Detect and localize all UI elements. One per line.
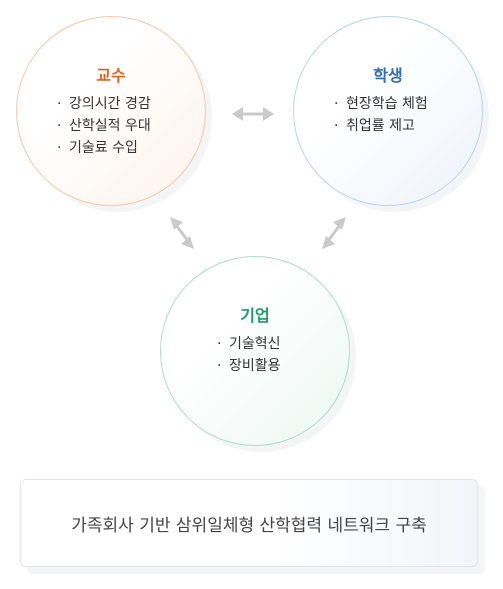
- summary-box: 가족회사 기반 삼위일체형 산학협력 네트워크 구축: [20, 479, 478, 567]
- student-circle: 학생 현장학습 체험 취업률 제고: [293, 16, 483, 206]
- company-benefit-item: 기술혁신: [217, 333, 281, 355]
- professor-benefit-item: 기술료 수입: [57, 137, 151, 159]
- company-title: 기업: [240, 306, 270, 325]
- summary-text: 가족회사 기반 삼위일체형 산학협력 네트워크 구축: [71, 515, 427, 536]
- student-benefit-item: 취업률 제고: [334, 115, 428, 137]
- professor-title: 교수: [96, 66, 126, 85]
- company-benefit-list: 기술혁신 장비활용: [217, 333, 281, 377]
- professor-benefit-item: 강의시간 경감: [57, 93, 151, 115]
- professor-circle: 교수 강의시간 경감 산학실적 우대 기술료 수입: [16, 16, 206, 206]
- company-circle: 기업 기술혁신 장비활용: [160, 256, 350, 446]
- student-benefit-list: 현장학습 체험 취업률 제고: [334, 93, 428, 137]
- student-title: 학생: [373, 66, 403, 85]
- student-benefit-item: 현장학습 체험: [334, 93, 428, 115]
- company-benefit-item: 장비활용: [217, 355, 281, 377]
- professor-benefit-item: 산학실적 우대: [57, 115, 151, 137]
- professor-benefit-list: 강의시간 경감 산학실적 우대 기술료 수입: [57, 93, 151, 159]
